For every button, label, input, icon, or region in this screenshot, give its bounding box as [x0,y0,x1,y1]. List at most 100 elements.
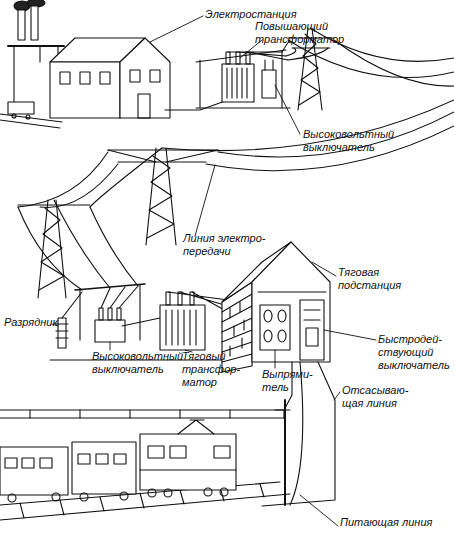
arrester [58,318,66,348]
catenary [0,417,285,418]
callout-label: Разрядник [4,316,84,329]
high-voltage-switch [101,286,138,308]
transmission-tower [118,161,206,162]
step-up-transformer [231,68,232,98]
power-station [8,45,64,47]
callout-label: Линия электро- передачи [183,232,273,258]
callout-label: Тяговый трансфор- матор [182,350,252,389]
substation-building [222,242,330,372]
power-station [39,46,40,62]
callout-label: Быстродей- ствующий выключатель [378,333,453,372]
power-station [60,72,70,84]
electric-train [140,434,236,490]
step-up-transformer [196,107,290,108]
electric-train [80,493,88,501]
leader-line [150,16,203,42]
power-station [0,120,60,128]
leader-line [110,342,111,350]
substation-building [300,300,324,360]
high-voltage-switch [117,308,121,320]
transmission-tower [39,208,64,290]
power-station [138,94,150,118]
transmission-tower [18,200,90,298]
high-voltage-switch [108,308,112,320]
traction-transformer [195,310,196,345]
catenary [30,410,230,418]
leader-line [312,262,336,276]
transmission-tower [108,148,218,245]
transmission-tower [108,149,218,150]
arrester [56,337,68,338]
step-up-transformer [272,60,273,70]
step-up-transformer [264,60,265,70]
catenary [284,400,286,505]
transmission-tower [147,156,174,238]
arrester [56,292,82,348]
electric-train [78,454,126,464]
electric-train [5,458,52,468]
step-up-transformer [241,68,242,98]
callout-label: Тяговая подстанция [338,266,428,292]
callout-label: Питающая линия [340,516,450,529]
callout-label: Отсасываю- щая линия [342,384,414,410]
catenary [0,409,285,410]
transmission-tower [18,204,90,205]
power-station [0,0,170,128]
electric-train [0,447,68,495]
step-up-transformer [262,70,276,98]
traction-transformer [190,292,194,305]
step-up-transformer [236,68,237,98]
substation-yard [139,285,140,340]
electric-train [120,492,128,500]
power-station [8,102,34,114]
step-up-transformer [199,60,200,108]
electric-train [220,488,228,496]
leader-line [334,392,340,400]
leader-line [195,165,215,236]
power-station [31,6,38,40]
step-up-transformer [226,68,227,98]
substation-yard [50,284,230,360]
step-up-transformer [165,50,290,110]
traction-transformer [166,292,170,305]
substation-building [260,305,290,350]
power-station [120,38,170,118]
transmission-tower [38,200,48,298]
power-station [12,114,16,118]
power-line-wire [18,28,454,290]
leader-line [275,350,276,368]
power-line-wire [40,164,118,207]
traction-transformer [171,310,172,345]
arrester [56,323,68,324]
power-station [100,72,110,84]
catenary [0,400,290,505]
suction-line [262,362,335,506]
leader-line [324,330,376,340]
transmission-tower [108,150,156,162]
arrester [62,292,82,318]
callout-label: Выпрями- тель [262,368,317,394]
high-voltage-switch [99,308,103,320]
traction-transformer [160,292,228,350]
substation-building [304,309,320,310]
leader-line [275,85,300,134]
traction-transformer [183,310,184,345]
step-up-transformer [222,64,254,102]
feeding-line [290,362,303,505]
power-station [130,70,140,82]
transmission-tower [292,47,330,48]
power-line-wire [90,207,138,286]
high-voltage-switch [122,318,160,326]
leader-line [300,495,338,526]
power-line-wire [206,126,454,171]
step-up-transformer [246,68,247,98]
high-voltage-switch [95,286,160,342]
power-line-wire [218,112,454,157]
substation-yard [79,290,80,340]
substation-building [230,302,244,356]
callout-label: Электростанция [205,8,305,21]
leader-line [52,16,376,526]
power-station [50,62,120,118]
